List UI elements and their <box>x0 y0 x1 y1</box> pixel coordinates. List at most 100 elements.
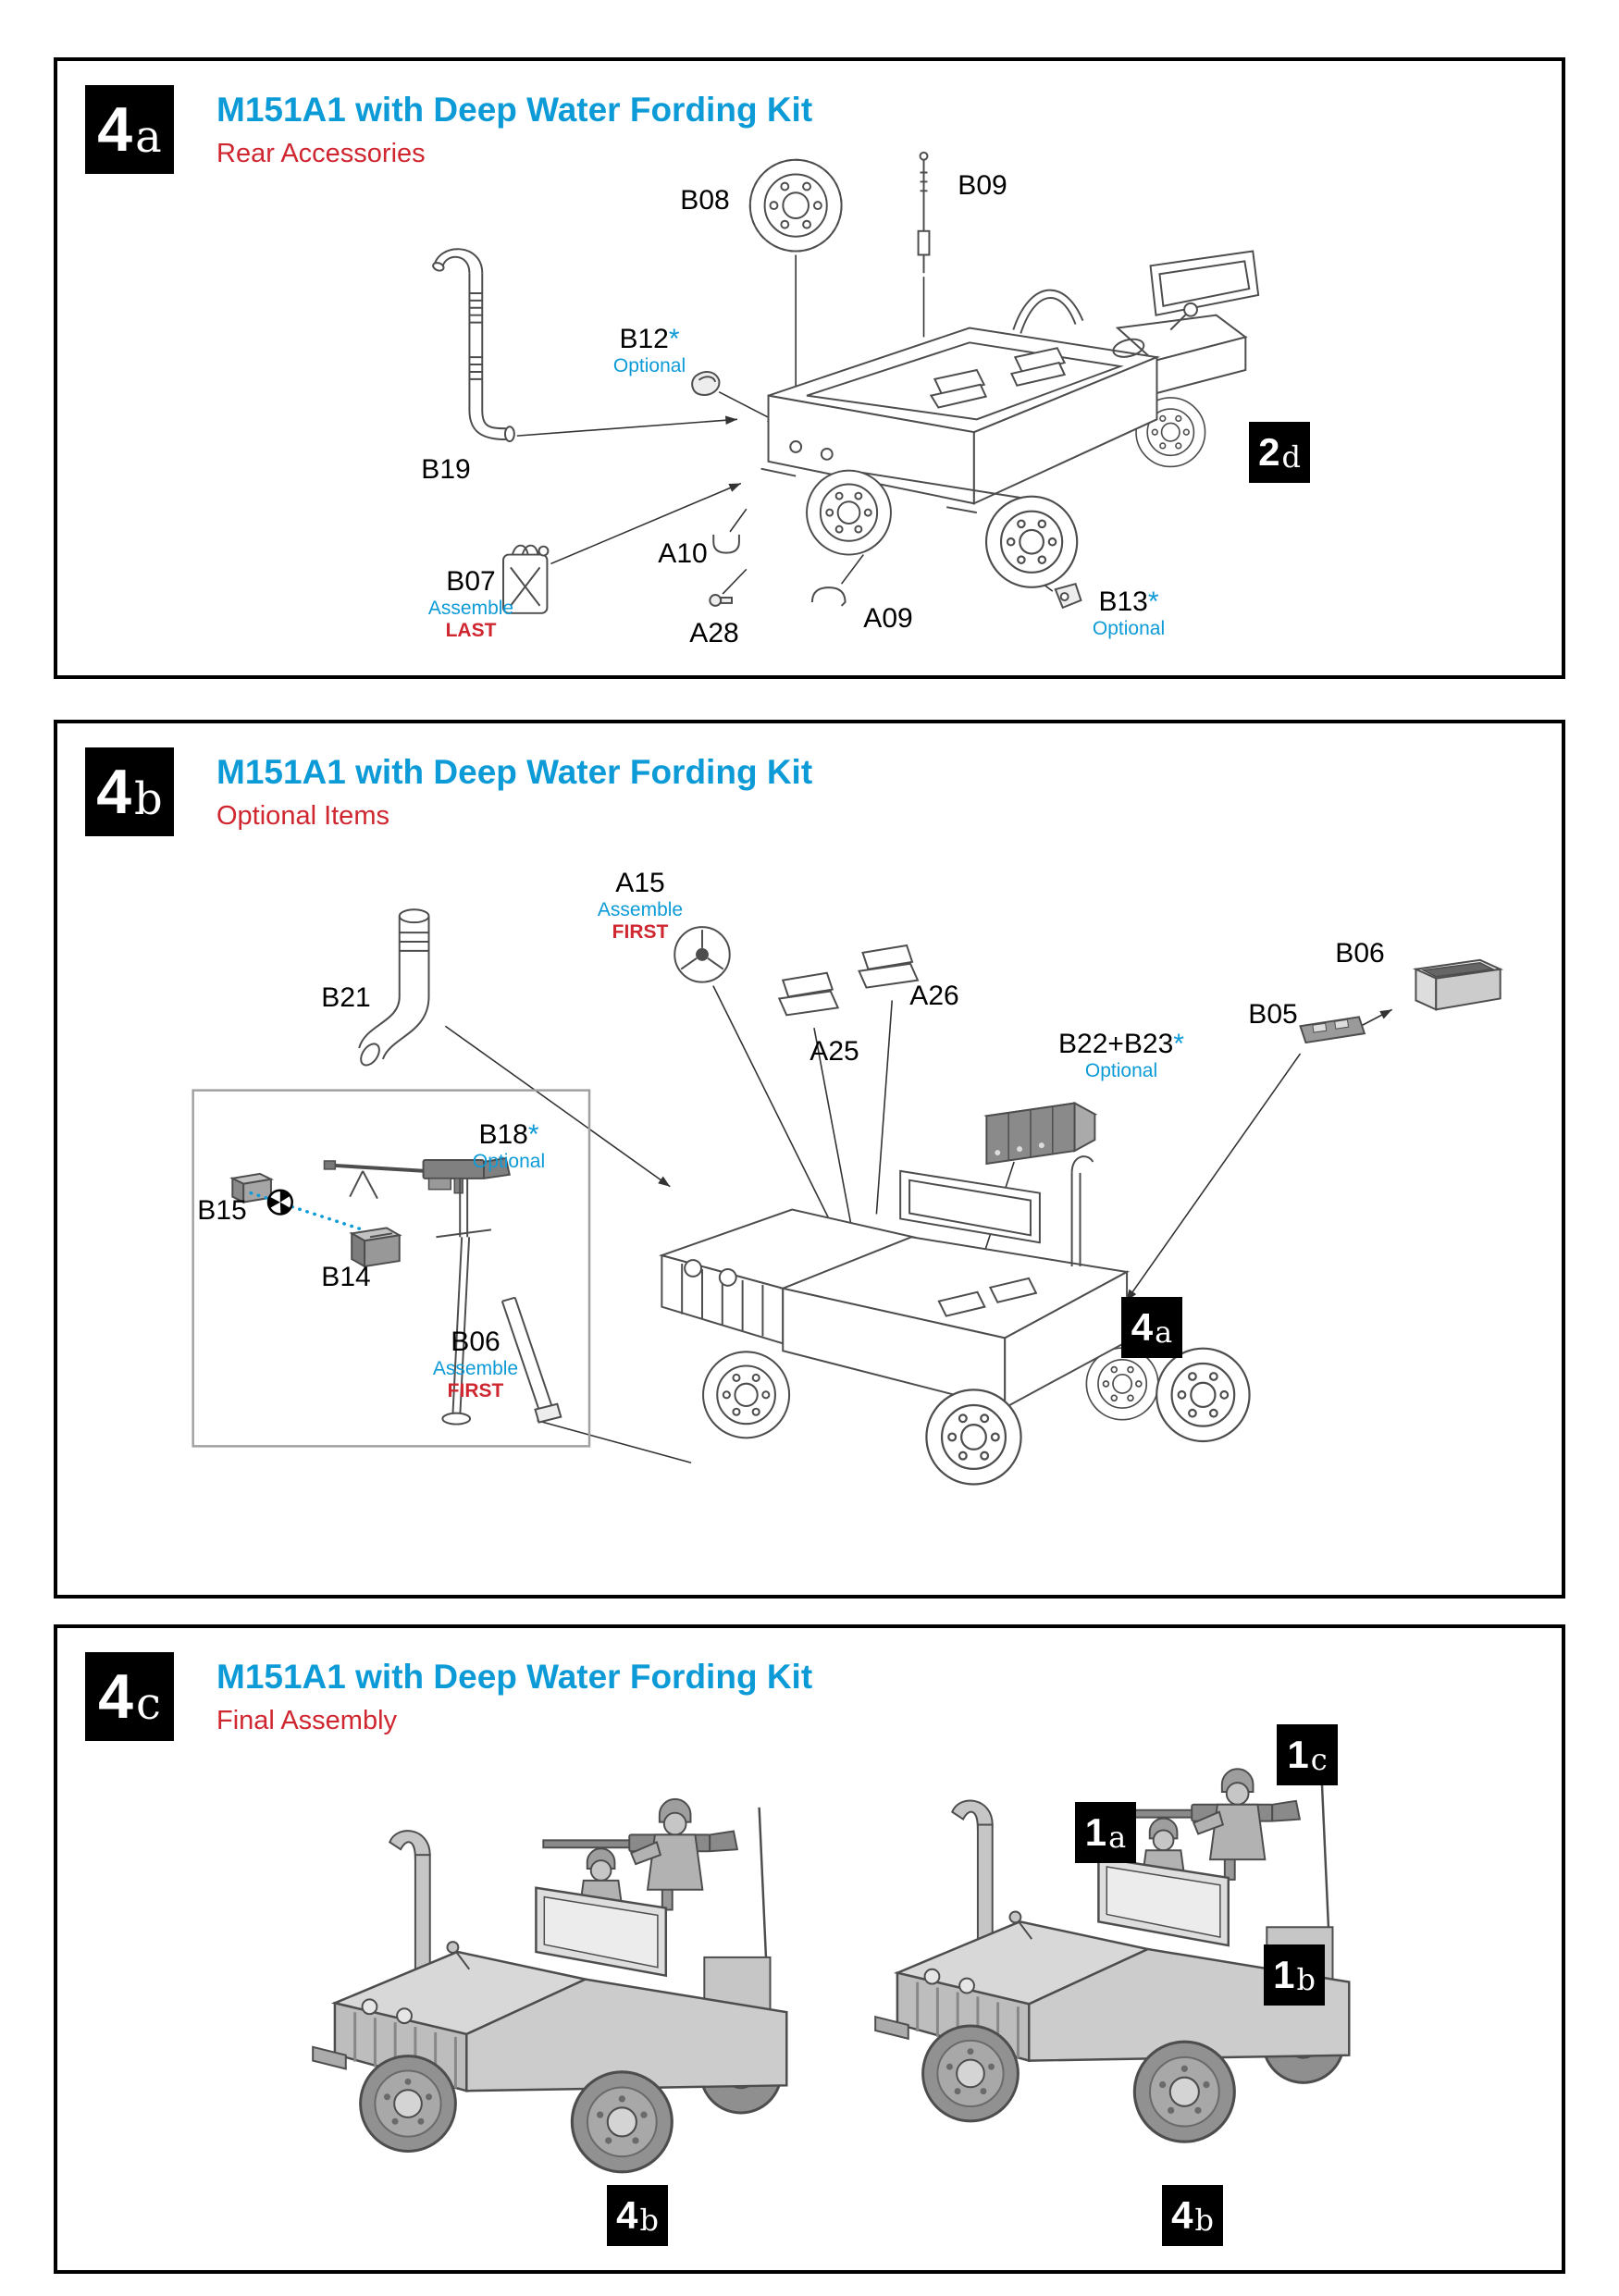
part-code: B12* <box>613 324 686 355</box>
ref-letter: c <box>1310 1742 1328 1777</box>
ref-letter: b <box>1194 2203 1214 2238</box>
part-code: B14 <box>321 1262 371 1292</box>
part-b09-antenna <box>917 151 931 274</box>
part-label-a15: A15 Assemble FIRST <box>598 868 683 944</box>
part-code-text: B13 <box>1098 586 1148 617</box>
optional-star: * <box>527 1119 539 1150</box>
part-b12-bracket <box>691 371 721 396</box>
part-code: B21 <box>321 982 371 1013</box>
panel-title: M151A1 with Deep Water Fording Kit <box>216 753 813 791</box>
part-code-text: B18 <box>478 1119 528 1150</box>
ref-number: 4 <box>1171 2193 1193 2237</box>
step-letter: b <box>134 773 163 825</box>
optional-note: Optional <box>1092 617 1166 639</box>
ref-number: 1 <box>1273 1953 1295 1996</box>
part-label-b12: B12* Optional <box>613 324 686 377</box>
part-code-text: B22+B23 <box>1058 1029 1174 1059</box>
part-label-b18: B18* Optional <box>473 1119 545 1173</box>
part-code: A15 <box>615 868 665 898</box>
part-label-a09: A09 <box>863 603 912 635</box>
ref-letter: a <box>1155 1315 1173 1350</box>
assembled-jeep-left <box>313 1799 786 2172</box>
part-b19-snorkel <box>432 248 515 443</box>
part-code: B07 <box>446 566 496 597</box>
part-a10-handle <box>712 534 740 554</box>
optional-note: Optional <box>612 354 686 376</box>
ref-letter: b <box>1296 1962 1316 1997</box>
part-code: A09 <box>863 603 913 634</box>
part-b14-ammo-can <box>349 1227 402 1268</box>
part-label-b05: B05 <box>1248 999 1297 1031</box>
part-code: B09 <box>958 170 1007 201</box>
part-b22-b23-radio <box>983 1101 1098 1166</box>
part-code: A25 <box>810 1036 859 1067</box>
ref-number: 2 <box>1258 430 1280 474</box>
ref-letter: b <box>639 2203 659 2238</box>
ref-number: 4 <box>1131 1305 1154 1349</box>
part-code: B06 <box>451 1327 501 1357</box>
assembly-option-icon <box>266 1189 293 1216</box>
part-code: B13* <box>1093 586 1165 618</box>
part-code: B05 <box>1248 999 1298 1030</box>
part-label-b06: B06 <box>1335 938 1384 969</box>
step-number: 4 <box>98 1661 133 1732</box>
ref-number: 4 <box>616 2193 638 2237</box>
part-b05-plate <box>1299 1016 1366 1044</box>
part-code: B15 <box>197 1195 247 1226</box>
part-label-b15: B15 <box>197 1195 246 1227</box>
ref-number: 1 <box>1084 1810 1107 1854</box>
panel-subtitle: Optional Items <box>216 801 389 831</box>
part-label-a10: A10 <box>658 538 707 570</box>
exploded-diagram-optional-items <box>192 908 1504 1486</box>
part-code: B08 <box>680 185 730 216</box>
assemble-note: Assemble <box>427 597 514 619</box>
ref-number: 1 <box>1287 1733 1309 1776</box>
part-a28-clip <box>709 594 733 607</box>
part-label-a25: A25 <box>810 1036 859 1068</box>
part-label-b19: B19 <box>421 454 470 486</box>
part-label-b21: B21 <box>321 982 370 1014</box>
part-a09-handle <box>810 586 847 607</box>
optional-star: * <box>1147 586 1159 617</box>
part-a25-seat <box>777 971 840 1017</box>
assemble-order: LAST <box>445 619 497 641</box>
part-label-b07: B07 Assemble LAST <box>428 566 513 642</box>
optional-star: * <box>668 324 680 354</box>
assemble-order: FIRST <box>612 920 669 943</box>
part-code: A10 <box>658 538 708 569</box>
panel-title: M151A1 with Deep Water Fording Kit <box>216 1658 813 1696</box>
part-code: A28 <box>689 618 739 648</box>
part-code: B22+B23* <box>1058 1029 1184 1060</box>
part-a15-steering-wheel <box>674 926 731 983</box>
panel-subtitle: Final Assembly <box>216 1706 398 1735</box>
step-letter: a <box>135 111 162 163</box>
step-number: 4 <box>96 757 132 827</box>
ref-letter: d <box>1281 439 1301 475</box>
part-code: B18* <box>473 1119 545 1151</box>
part-label-a28: A28 <box>689 618 738 649</box>
panel-subtitle: Rear Accessories <box>216 139 426 168</box>
part-code: A26 <box>909 981 959 1011</box>
optional-note: Optional <box>472 1150 546 1172</box>
part-b13-bracket <box>1054 582 1082 610</box>
assemble-note: Assemble <box>597 898 684 920</box>
part-label-b06-brace: B06 Assemble FIRST <box>433 1327 518 1402</box>
part-label-b14: B14 <box>321 1262 370 1293</box>
assemble-note: Assemble <box>432 1357 519 1379</box>
option-link-line <box>249 1191 365 1232</box>
optional-star: * <box>1173 1029 1184 1059</box>
